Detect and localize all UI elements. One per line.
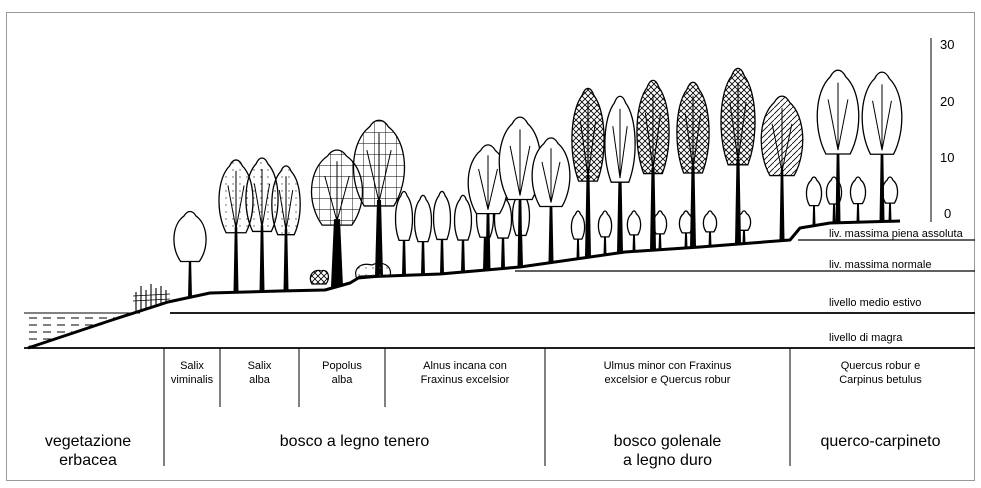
tree-illustration-34	[816, 69, 860, 223]
zone-label-bosco-legno-tenero: bosco a legno tenero	[279, 433, 430, 450]
tree-illustration-24	[571, 87, 605, 258]
trees-layer	[173, 67, 903, 298]
tree-illustration-7	[394, 190, 414, 276]
scale-tick-0: 0	[944, 206, 952, 221]
scale-tick-10: 10	[940, 150, 955, 165]
tree-illustration-10	[453, 194, 473, 272]
tree-illustration-32	[849, 176, 867, 223]
species-label-salix-alba: Salix alba	[247, 360, 272, 386]
tree-illustration-19	[626, 210, 642, 252]
tree-illustration-4	[271, 165, 301, 291]
tree-illustration-35	[861, 71, 903, 222]
tree-illustration-1	[173, 210, 207, 298]
scale-tick-20: 20	[940, 94, 955, 109]
tree-illustration-6	[352, 119, 406, 277]
zone-label-querco-carpineto: querco-carpineto	[820, 433, 941, 450]
tree-illustration-22	[702, 210, 718, 247]
species-label-quercus-carpinus: Quercus robur e Carpinus betulus	[839, 360, 922, 386]
zone-label-vegetazione-erbacea: vegetazione erbacea	[44, 433, 132, 469]
shrub-popolus-base	[355, 262, 392, 280]
tree-illustration-25	[604, 95, 636, 253]
diagram-frame	[6, 12, 975, 481]
shrub-small	[309, 269, 330, 285]
tree-illustration-16	[531, 137, 571, 263]
tree-illustration-28	[720, 67, 756, 245]
reed-clump	[132, 284, 171, 312]
tree-illustration-27	[676, 81, 710, 248]
zone-label-bosco-golenale: bosco golenale a legno duro	[613, 433, 722, 469]
tree-illustration-15	[498, 116, 542, 267]
tree-illustration-33	[881, 176, 899, 222]
tree-illustration-8	[413, 194, 433, 275]
scale-tick-30: 30	[940, 37, 955, 52]
level-label-max-absolute: liv. massima piena assoluta	[829, 228, 963, 240]
species-label-alnus-incana: Alnus incana con Fraxinus excelsior	[420, 360, 510, 386]
level-label-max-normal: liv. massima normale	[829, 259, 932, 271]
level-label-summer: livello medio estivo	[829, 297, 922, 309]
species-label-popolus-alba: Popolus alba	[322, 360, 362, 386]
tree-illustration-2	[218, 159, 254, 293]
tree-illustration-17	[570, 210, 586, 259]
species-label-ulmus-minor: Ulmus minor con Fraxinus excelsior e Que…	[603, 360, 732, 386]
tree-illustration-29	[760, 95, 804, 241]
tree-illustration-30	[805, 176, 823, 226]
tree-illustration-9	[432, 190, 452, 274]
tree-illustration-3	[245, 157, 279, 292]
tree-illustration-18	[597, 210, 613, 255]
species-label-salix-viminalis: Salix viminalis	[170, 360, 214, 386]
level-label-low: livello di magra	[829, 332, 903, 344]
tree-illustration-26	[636, 79, 670, 251]
ground-profile	[27, 219, 901, 350]
